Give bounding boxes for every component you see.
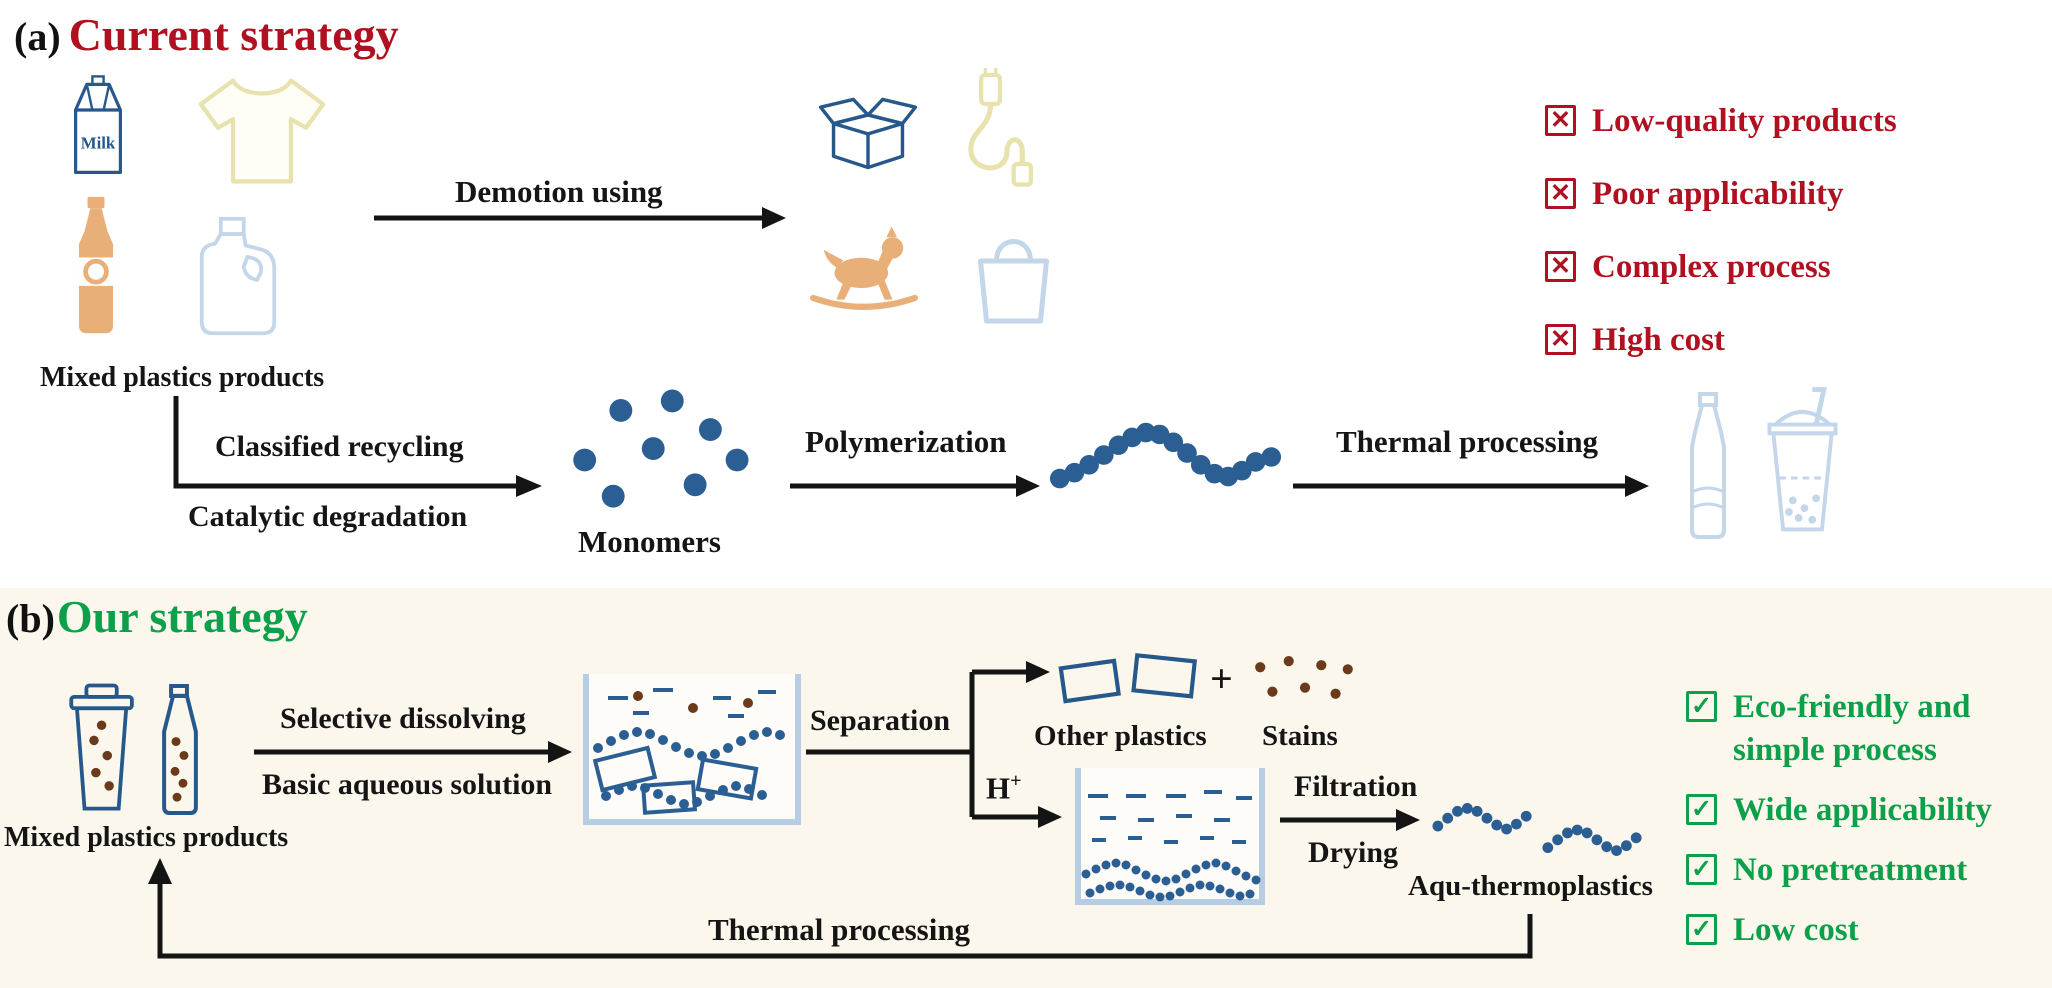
filtration-arrow bbox=[1280, 809, 1420, 831]
plus-sign: + bbox=[1210, 656, 1233, 701]
separation-split-arrow bbox=[806, 661, 1062, 828]
issue-label: Complex process bbox=[1592, 248, 1831, 285]
selective-dissolving-arrow bbox=[254, 741, 572, 763]
benefit-item: ✓ No pretreatment bbox=[1686, 849, 2009, 892]
basic-aqueous-label: Basic aqueous solution bbox=[262, 768, 553, 801]
cross-box-icon: ✕ bbox=[1545, 105, 1576, 136]
drying-label: Drying bbox=[1308, 836, 1398, 869]
panel-b-header: (b) Our strategy bbox=[6, 590, 308, 643]
acid-superscript: + bbox=[1010, 770, 1022, 792]
issue-label: Low-quality products bbox=[1592, 103, 1897, 139]
thermal-processing-label-b: Thermal processing bbox=[708, 912, 971, 947]
benefit-item: ✓ Wide applicability bbox=[1686, 789, 2009, 832]
panel-b-title: Our strategy bbox=[56, 591, 308, 642]
stained-cup-icon bbox=[69, 683, 134, 811]
benefit-label: No pretreatment bbox=[1733, 851, 1968, 888]
issue-item: ✕ High cost bbox=[1545, 319, 1897, 362]
polymerization-label: Polymerization bbox=[805, 424, 1007, 459]
check-box-icon: ✓ bbox=[1686, 853, 1717, 885]
panel-b-index: (b) bbox=[6, 596, 55, 641]
cross-box-icon: ✕ bbox=[1545, 250, 1576, 282]
demotion-using-label: Demotion using bbox=[455, 174, 663, 209]
panel-a-title: Current strategy bbox=[68, 9, 399, 60]
milk-carton-text: Milk bbox=[81, 133, 116, 152]
issues-list: ✕ Low-quality products ✕ Poor applicabil… bbox=[1545, 100, 1897, 362]
acid-label: H+ bbox=[986, 770, 1022, 806]
aqu-thermoplastics-icon bbox=[1432, 802, 1642, 856]
pale-bottle-icon bbox=[1690, 392, 1726, 539]
other-plastics-icon bbox=[1058, 653, 1198, 704]
panel-b-background bbox=[0, 588, 2052, 988]
acid-symbol: H bbox=[986, 770, 1011, 806]
cross-box-icon: ✕ bbox=[1545, 323, 1576, 355]
cable-icon bbox=[968, 68, 1033, 187]
issue-item: ✕ Low-quality products bbox=[1545, 100, 1897, 143]
catalytic-degradation-label: Catalytic degradation bbox=[188, 500, 468, 533]
dissolving-beaker-icon bbox=[583, 674, 801, 825]
issue-item: ✕ Complex process bbox=[1545, 246, 1897, 289]
monomers-icon bbox=[573, 389, 749, 508]
soda-bottle-icon bbox=[78, 196, 114, 334]
separation-label: Separation bbox=[810, 704, 951, 737]
check-box-icon: ✓ bbox=[1686, 793, 1717, 825]
check-box-icon: ✓ bbox=[1686, 913, 1717, 945]
stains-label: Stains bbox=[1262, 720, 1338, 752]
benefit-label: Eco-friendly and simple process bbox=[1733, 689, 1971, 768]
stained-bottle-icon bbox=[162, 684, 198, 816]
pale-cup-icon bbox=[1767, 387, 1838, 532]
classified-recycling-label: Classified recycling bbox=[215, 430, 464, 463]
precipitation-beaker-icon bbox=[1075, 768, 1265, 905]
mixed-products-label-b: Mixed plastics products bbox=[4, 822, 289, 853]
issue-label: High cost bbox=[1592, 321, 1725, 358]
benefit-label: Low cost bbox=[1733, 911, 1859, 948]
open-box-icon bbox=[818, 97, 918, 170]
thermal-processing-return-arrow bbox=[148, 858, 1533, 959]
polymer-chain-icon bbox=[1049, 422, 1282, 489]
panel-a-header: (a) Current strategy bbox=[14, 8, 399, 61]
thermal-processing-label-a: Thermal processing bbox=[1336, 424, 1599, 459]
recycling-arrow bbox=[173, 396, 542, 497]
aqu-thermoplastics-label: Aqu-thermoplastics bbox=[1408, 870, 1653, 902]
benefits-list: ✓ Eco-friendly and simple process ✓ Wide… bbox=[1686, 686, 2009, 951]
issue-item: ✕ Poor applicability bbox=[1545, 173, 1897, 216]
demotion-arrow bbox=[374, 207, 786, 229]
selective-dissolving-label: Selective dissolving bbox=[280, 702, 526, 735]
benefit-item: ✓ Eco-friendly and simple process bbox=[1686, 686, 2009, 772]
benefit-item: ✓ Low cost bbox=[1686, 909, 2009, 952]
detergent-jug-icon bbox=[199, 216, 277, 336]
panel-a-index: (a) bbox=[14, 14, 61, 59]
cross-box-icon: ✕ bbox=[1545, 177, 1576, 209]
rocking-horse-icon bbox=[810, 226, 918, 310]
polymerization-arrow bbox=[790, 475, 1040, 497]
milk-carton-icon: Milk bbox=[74, 75, 122, 174]
issue-label: Poor applicability bbox=[1592, 175, 1844, 212]
check-box-icon: ✓ bbox=[1686, 691, 1717, 722]
other-plastics-label: Other plastics bbox=[1034, 720, 1207, 752]
thermal-processing-arrow-a bbox=[1293, 475, 1649, 497]
stains-icon bbox=[1255, 656, 1353, 699]
mixed-products-label-a: Mixed plastics products bbox=[40, 362, 325, 393]
filtration-label: Filtration bbox=[1294, 770, 1418, 803]
tshirt-icon bbox=[198, 78, 326, 184]
benefit-label: Wide applicability bbox=[1733, 791, 1992, 828]
monomers-label: Monomers bbox=[578, 524, 721, 559]
shopping-bag-icon bbox=[978, 239, 1049, 324]
